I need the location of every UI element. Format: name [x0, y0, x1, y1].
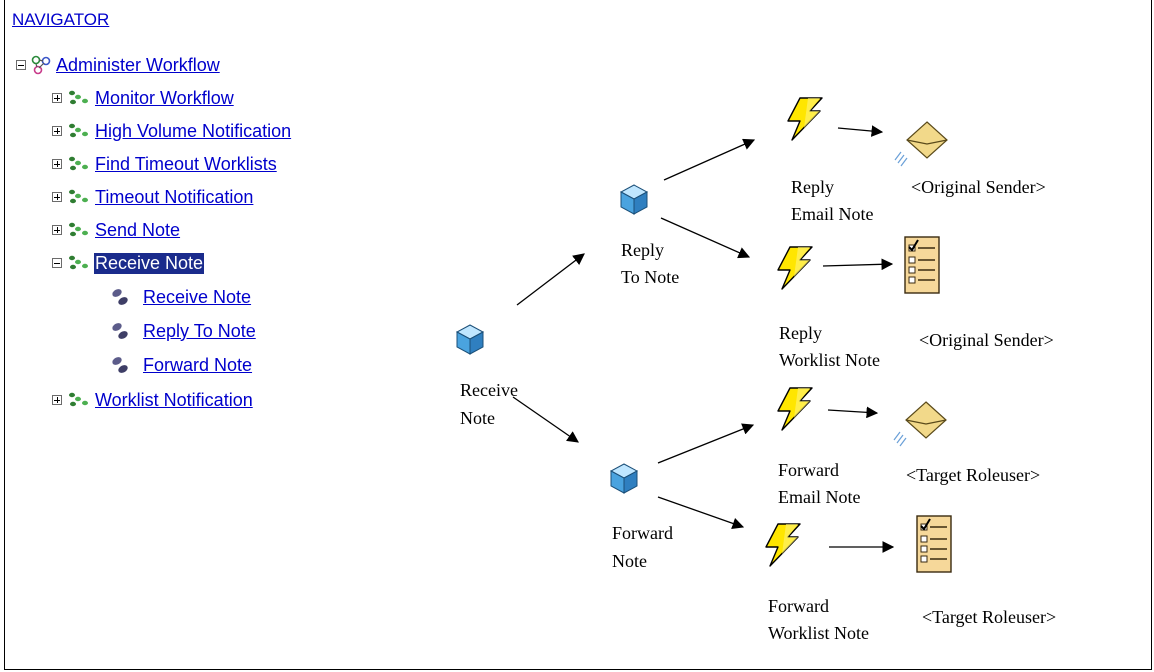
event-label: Email Note — [791, 204, 873, 224]
activity-icon — [112, 323, 128, 339]
process-icon — [69, 90, 88, 105]
expand-toggle-icon[interactable] — [52, 395, 62, 405]
activity-label: Note — [460, 408, 495, 428]
worklist-document-icon — [916, 515, 952, 573]
expand-toggle-icon[interactable] — [52, 192, 62, 202]
activity-icon — [112, 357, 128, 373]
email-envelope-icon — [894, 121, 948, 167]
activity-icon — [112, 289, 128, 305]
activity-label: Note — [612, 551, 647, 571]
tree-item-send-note: Send Note — [52, 218, 181, 242]
tree-item-monitor-workflow: Monitor Workflow — [52, 86, 235, 110]
process-icon — [69, 189, 88, 204]
event-label: Worklist Note — [768, 623, 869, 643]
tree-item-receive-note: Receive Note — [52, 251, 205, 275]
event-forward-worklist-icon[interactable] — [765, 523, 801, 567]
activity-label: Forward — [612, 523, 673, 543]
process-icon — [69, 255, 88, 270]
email-envelope-icon — [893, 401, 947, 447]
diagram-arrows — [512, 125, 895, 553]
expand-toggle-icon[interactable] — [52, 225, 62, 235]
collapse-toggle-icon[interactable] — [52, 258, 62, 268]
event-label: Forward — [778, 460, 839, 480]
activity-label: Receive — [460, 380, 518, 400]
tree-item-high-volume-notification: High Volume Notification — [52, 119, 292, 143]
event-reply-email-icon[interactable] — [787, 97, 823, 141]
workflow-icon — [31, 55, 51, 75]
tree-item-label[interactable]: Monitor Workflow — [95, 87, 234, 108]
tree-item-label[interactable]: Worklist Notification — [95, 389, 253, 410]
activity-label: Reply — [621, 240, 664, 260]
collapse-toggle-icon[interactable] — [16, 60, 26, 70]
tree-child-receive-note: Receive Note — [108, 285, 252, 309]
tree-root-label[interactable]: Administer Workflow — [56, 54, 220, 75]
event-label: Forward — [768, 596, 829, 616]
process-icon — [69, 392, 88, 407]
tree-item-timeout-notification: Timeout Notification — [52, 185, 254, 209]
window-frame — [4, 0, 1152, 670]
process-icon — [69, 156, 88, 171]
tree-item-label[interactable]: High Volume Notification — [95, 120, 292, 141]
event-label: Reply — [791, 177, 834, 197]
expand-toggle-icon[interactable] — [52, 126, 62, 136]
tree-item-label[interactable]: Find Timeout Worklists — [95, 153, 277, 174]
tree-child-label[interactable]: Reply To Note — [143, 320, 256, 341]
event-label: Worklist Note — [779, 350, 880, 370]
event-label: Email Note — [778, 487, 860, 507]
activity-label: To Note — [621, 267, 679, 287]
recipient-label: <Original Sender> — [919, 330, 1054, 350]
tree-child-label[interactable]: Forward Note — [143, 354, 253, 375]
activity-forward-note-icon[interactable] — [610, 463, 638, 494]
activity-reply-to-note-icon[interactable] — [620, 184, 648, 215]
tree-item-label[interactable]: Send Note — [95, 219, 181, 240]
process-icon — [69, 123, 88, 138]
recipient-label: <Original Sender> — [911, 177, 1046, 197]
tree-item-find-timeout-worklists: Find Timeout Worklists — [52, 152, 278, 176]
event-forward-email-icon[interactable] — [777, 387, 813, 431]
recipient-label: <Target Roleuser> — [922, 607, 1056, 627]
event-reply-worklist-icon[interactable] — [777, 246, 813, 290]
expand-toggle-icon[interactable] — [52, 159, 62, 169]
event-label: Reply — [779, 323, 822, 343]
tree-child-reply-to-note: Reply To Note — [108, 319, 257, 343]
process-icon — [69, 222, 88, 237]
tree-child-forward-note: Forward Note — [108, 353, 253, 377]
recipient-label: <Target Roleuser> — [906, 465, 1040, 485]
worklist-document-icon — [904, 236, 940, 294]
tree-child-label[interactable]: Receive Note — [143, 286, 252, 307]
tree-item-label-selected[interactable]: Receive Note — [94, 252, 205, 274]
navigator-link[interactable]: NAVIGATOR — [12, 10, 110, 29]
tree-item-worklist-notification: Worklist Notification — [52, 388, 254, 412]
activity-receive-note-icon[interactable] — [456, 324, 484, 355]
expand-toggle-icon[interactable] — [52, 93, 62, 103]
tree-root-row: Administer Workflow — [16, 53, 221, 77]
tree-item-label[interactable]: Timeout Notification — [95, 186, 254, 207]
